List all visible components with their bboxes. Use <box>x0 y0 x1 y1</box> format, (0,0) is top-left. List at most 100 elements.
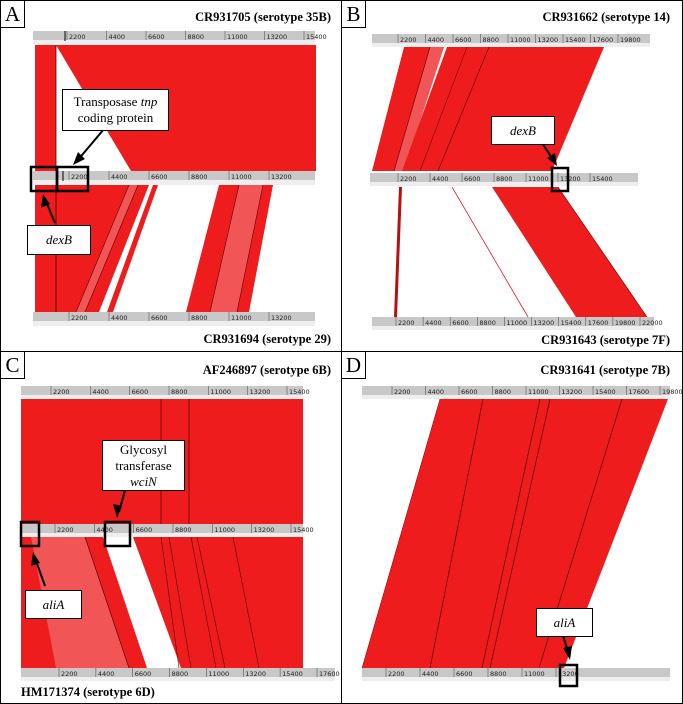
panel-b-graphic: 2200 4400 6600 8800 11000 13200 15400 17600 1980… <box>370 34 663 330</box>
panel-a-top-title: CR931705 (serotype 35B) <box>195 10 331 24</box>
ruler-tick-label: 15400 <box>289 388 310 396</box>
panel-b-match-region <box>394 187 402 317</box>
panel-b-match-line <box>451 186 529 318</box>
panel-a-match-region <box>237 185 273 312</box>
ruler-tick-label: 2200 <box>71 173 88 181</box>
panel-b-letter: B <box>342 1 366 28</box>
panel-a-match-region <box>85 185 149 312</box>
ruler-tick-label: 8800 <box>495 388 512 396</box>
ruler-tick-label: 2200 <box>394 388 411 396</box>
panel-b-match-region <box>394 47 444 171</box>
ruler-tick-label: 8800 <box>496 175 513 183</box>
panel-d-letter: D <box>342 352 366 379</box>
ruler-tick-label: 2200 <box>398 319 415 327</box>
ruler-tick-label: 17600 <box>629 388 650 396</box>
panel-c-arrow-wcin <box>113 489 126 518</box>
ruler-tick-label: 11000 <box>231 173 252 181</box>
ruler-tick-label: 4400 <box>425 319 442 327</box>
ruler-tick-label: 13200 <box>250 388 271 396</box>
panel-b-match-region <box>372 47 430 171</box>
panel-c-arrow-alia <box>31 552 46 587</box>
panel-a-match-region <box>56 45 316 171</box>
ruler-tick-label: 15400 <box>293 526 314 534</box>
panel-c-callout-glycosyl: Glycosyl transferase wciN <box>102 440 185 491</box>
panel-a-match-region <box>56 185 129 312</box>
panel-d-arrow-alia <box>562 635 572 660</box>
panel-b-top-title: CR931662 (serotype 14) <box>542 10 670 24</box>
ruler-tick-label: 2200 <box>69 33 86 41</box>
ruler-tick-label: 6600 <box>132 388 149 396</box>
ruler-tick-label: 13200 <box>271 173 292 181</box>
ruler-tick-label: 13200 <box>558 670 579 678</box>
ruler-tick-label: 6600 <box>135 670 152 678</box>
ruler-tick-label: 2200 <box>57 526 74 534</box>
ruler-tick-label: 8800 <box>171 388 188 396</box>
ruler-tick-label: 11000 <box>214 526 235 534</box>
ruler-tick-label: 2200 <box>388 670 405 678</box>
panel-d-match-region <box>362 399 668 668</box>
panel-d-callout-alia: aliA <box>536 608 593 637</box>
ruler-tick-label: 11000 <box>528 175 549 183</box>
panel-a-match-region <box>210 185 263 312</box>
ruler-tick-label: 17600 <box>593 36 614 44</box>
panel-b-ruler-top: 2200 4400 6600 8800 11000 13200 15400 17600 1980… <box>372 34 650 47</box>
ruler-tick-label: 11000 <box>510 36 531 44</box>
ruler-tick-label: 13200 <box>245 670 266 678</box>
ruler-tick-label: 2200 <box>61 670 78 678</box>
panel-b-bottom-title: CR931643 (serotype 7F) <box>541 333 670 347</box>
ruler-tick-label: 6600 <box>456 670 473 678</box>
ruler-tick-label: 13200 <box>562 388 583 396</box>
ruler-tick-label: 6600 <box>464 175 481 183</box>
ruler-tick-label: 4400 <box>428 36 445 44</box>
panel-c-match-region <box>133 537 303 668</box>
panel-b-callout-dexb: dexB <box>491 116 555 145</box>
ruler-tick-label: 2200 <box>71 314 88 322</box>
ruler-tick-label: 6600 <box>151 314 168 322</box>
ruler-tick-label: 11000 <box>231 314 252 322</box>
ruler-tick-label: 8800 <box>188 33 205 41</box>
panel-d-top-title: CR931641 (serotype 7B) <box>540 363 670 377</box>
ruler-tick-label: 15400 <box>282 670 303 678</box>
panel-c-bottom-title: HM171374 (serotype 6D) <box>21 685 155 699</box>
panel-c-callout-alia: aliA <box>25 590 82 619</box>
ruler-tick-label: 4400 <box>428 388 445 396</box>
ruler-tick-label: 11000 <box>210 388 231 396</box>
ruler-tick-label: 6600 <box>461 388 478 396</box>
ruler-tick-label: 13200 <box>267 33 288 41</box>
ruler-tick-label: 6600 <box>455 36 472 44</box>
ruler-tick-label: 2200 <box>400 36 417 44</box>
ruler-tick-label: 22000 <box>642 319 663 327</box>
panel-c-alia-box <box>19 520 41 548</box>
panel-c-top-title: AF246897 (serotype 6B) <box>202 363 331 377</box>
ruler-tick-label: 8800 <box>483 36 500 44</box>
ruler-tick-label: 4400 <box>432 175 449 183</box>
ruler-tick-label: 4400 <box>422 670 439 678</box>
ruler-tick-label: 19800 <box>620 36 641 44</box>
panel-a-arrow-dexb <box>41 194 56 224</box>
ruler-tick-label: 8800 <box>175 526 192 534</box>
ruler-tick-label: 6600 <box>452 319 469 327</box>
ruler-tick-label: 11000 <box>208 670 229 678</box>
ruler-tick-label: 15400 <box>565 36 586 44</box>
ruler-tick-label: 2200 <box>400 175 417 183</box>
ruler-tick-label: 13200 <box>538 36 559 44</box>
panel-a-match-region <box>35 45 56 171</box>
panel-b-arrow-dexb <box>541 142 557 166</box>
ruler-tick-label: 13200 <box>254 526 275 534</box>
panel-a-callout-transposase: Transposase tnp coding protein <box>62 89 169 131</box>
panel-a-bottom-title: CR931694 (serotype 29) <box>203 332 331 346</box>
ruler-tick-label: 8800 <box>172 670 189 678</box>
panel-a-callout-dexb: dexB <box>27 225 91 255</box>
ruler-tick-label: 15400 <box>306 33 327 41</box>
panel-d-alia-box <box>558 663 579 688</box>
panel-a-match-region <box>76 185 138 312</box>
ruler-tick-label: 17600 <box>588 319 609 327</box>
